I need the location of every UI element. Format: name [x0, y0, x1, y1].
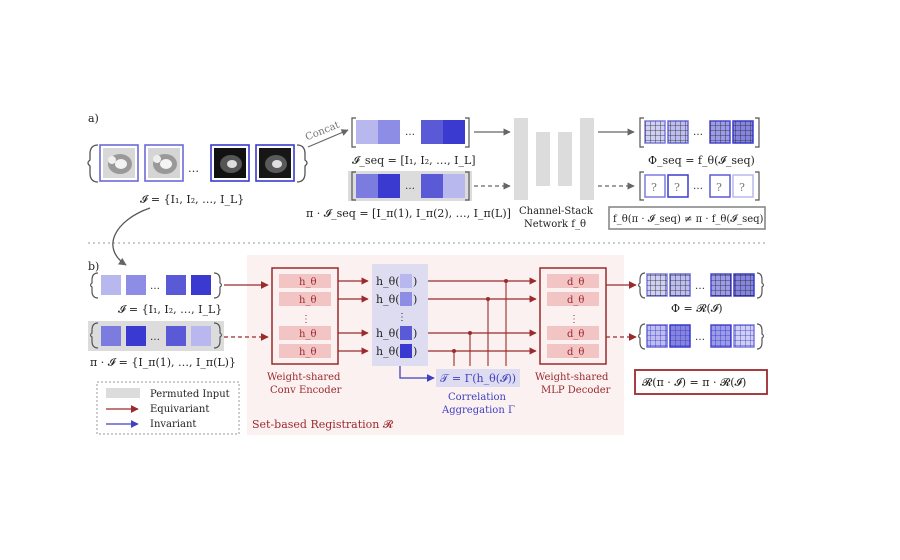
- svg-text:…: …: [693, 181, 703, 192]
- permuted-sequence-stack: …: [348, 171, 472, 201]
- feature-label: h_θ(: [376, 275, 400, 288]
- correlation-formula: 𝒯 = Γ(h_θ(𝓘)): [440, 372, 516, 385]
- correlation-label-1: Correlation: [448, 392, 507, 403]
- encoder-cell: h_θ: [299, 277, 316, 288]
- concat-label: Concat: [304, 120, 341, 144]
- permuted-set-b: …: [88, 321, 224, 351]
- region-label: Set-based Registration 𝓡: [252, 418, 394, 431]
- svg-text:…: …: [695, 281, 705, 292]
- concat-arrow: [307, 129, 349, 148]
- permuted-phi-output: …: [637, 323, 765, 350]
- not-equivariant-box: [608, 206, 766, 230]
- feature-to-decoder-arrows: [428, 277, 537, 355]
- svg-text:…: …: [695, 332, 705, 343]
- unknown-output: ? ? … ? ?: [639, 171, 760, 201]
- svg-text:): ): [413, 345, 417, 358]
- svg-text:d_θ: d_θ: [567, 347, 584, 358]
- panel-a-tag: a): [88, 112, 99, 125]
- svg-text:?: ?: [674, 181, 680, 194]
- correlation-box: [436, 369, 520, 387]
- svg-text:h_θ: h_θ: [299, 347, 316, 358]
- network-label-1: Channel-Stack: [519, 206, 594, 217]
- seq-label: 𝓘_seq = [I₁, I₂, …, I_L]: [352, 154, 476, 167]
- legend: Permuted Input Equivariant Invariant: [96, 381, 240, 435]
- svg-text:h_θ: h_θ: [299, 329, 316, 340]
- mri-image-2: [148, 148, 180, 178]
- legend-permuted-label: Permuted Input: [150, 389, 230, 400]
- svg-text:⋮: ⋮: [397, 312, 407, 323]
- svg-text:…: …: [405, 127, 415, 138]
- svg-text:⋮: ⋮: [301, 314, 311, 325]
- set-label-b: 𝓘 = {I₁, I₂, …, I_L}: [118, 303, 222, 316]
- encoder-label-2: Conv Encoder: [270, 385, 342, 396]
- decoder-cell: d_θ: [567, 277, 584, 288]
- svg-text:h_θ(: h_θ(: [376, 327, 400, 340]
- svg-text:…: …: [150, 281, 160, 292]
- invariant-arrow: [399, 366, 435, 382]
- phi-label: Φ = 𝓡(𝓘): [671, 302, 723, 315]
- svg-text:…: …: [693, 127, 703, 138]
- unknown-symbol: ?: [651, 181, 657, 194]
- svg-text:h_θ(: h_θ(: [376, 345, 400, 358]
- svg-text:d_θ: d_θ: [567, 295, 584, 306]
- panel-b-tag: b): [88, 260, 99, 273]
- phi-output: …: [637, 272, 765, 299]
- correlation-label-2: Aggregation Γ: [441, 405, 515, 416]
- equivariant-label: 𝓡(π · 𝓘) = π · 𝓡(𝓘): [642, 376, 746, 389]
- sequence-stack: …: [351, 117, 470, 148]
- svg-text:?: ?: [739, 181, 745, 194]
- set-label-a: 𝓘 = {I₁, I₂, …, I_L}: [140, 193, 244, 206]
- encoder-to-feature-arrows: [338, 277, 369, 355]
- network-label-2: Network f_θ: [524, 219, 586, 230]
- dots-a: …: [188, 162, 199, 175]
- input-set-b: …: [89, 272, 223, 299]
- svg-text:): ): [413, 293, 417, 306]
- conv-encoder: h_θ h_θ ⋮ h_θ h_θ: [271, 267, 339, 365]
- channel-stack-network: [514, 118, 594, 200]
- legend-permuted-swatch: [106, 388, 140, 398]
- decoder-label-1: Weight-shared: [535, 372, 609, 383]
- svg-text:): ): [413, 275, 417, 288]
- svg-text:h_θ: h_θ: [299, 295, 316, 306]
- feature-column: h_θ( ) h_θ( ) ⋮ h_θ( ) h_θ( ): [372, 264, 428, 366]
- perm-set-label-b: π · 𝓘 = {I_π(1), …, I_π(L)}: [90, 356, 236, 369]
- correlation-feedback-lines: [452, 279, 508, 366]
- perm-seq-label: π · 𝓘_seq = [I_π(1), I_π(2), …, I_π(L)]: [306, 207, 511, 220]
- mri-image-4: [259, 148, 291, 178]
- encoder-label-1: Weight-shared: [267, 372, 341, 383]
- mri-image-1: [103, 148, 135, 178]
- svg-text:): ): [413, 327, 417, 340]
- mlp-decoder: d_θ d_θ ⋮ d_θ d_θ: [539, 267, 607, 365]
- phi-seq-output: …: [639, 117, 760, 148]
- svg-text:h_θ(: h_θ(: [376, 293, 400, 306]
- phi-seq-label: Φ_seq = f_θ(𝓘_seq): [648, 154, 755, 167]
- svg-text:…: …: [150, 332, 160, 343]
- input-image-set-a: …: [87, 144, 308, 183]
- svg-text:⋮: ⋮: [569, 314, 579, 325]
- decoder-label-2: MLP Decoder: [541, 385, 611, 396]
- svg-text:d_θ: d_θ: [567, 329, 584, 340]
- equivariant-box: [634, 369, 768, 395]
- mri-image-3: [214, 148, 246, 178]
- svg-text:?: ?: [716, 181, 722, 194]
- not-equivariant-label: f_θ(π · 𝓘_seq) ≠ π · f_θ(𝓘_seq): [613, 214, 764, 225]
- legend-invariant-label: Invariant: [150, 419, 196, 430]
- svg-text:…: …: [405, 181, 415, 192]
- legend-equivariant-label: Equivariant: [150, 404, 209, 415]
- set-link-arrow: [112, 207, 151, 266]
